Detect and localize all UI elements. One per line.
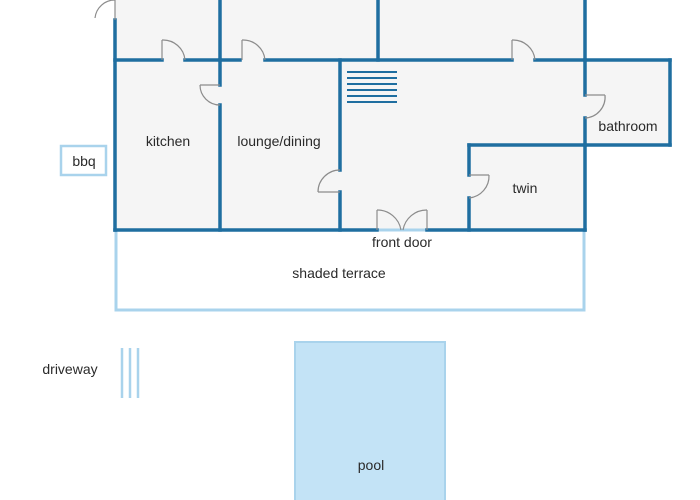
label-pool: pool [358,457,384,473]
label-twin: twin [513,180,538,196]
walls [113,0,672,232]
bathroom-floor [585,60,670,145]
pool [294,341,446,500]
label-bathroom: bathroom [598,118,657,134]
top-rooms-floor [115,0,585,60]
door-bathroom [584,94,606,119]
label-kitchen: kitchen [146,133,190,149]
label-front-door: front door [372,234,432,250]
label-lounge-dining: lounge/dining [237,133,320,149]
front-door-double [376,209,428,231]
door-lounge-top [241,39,266,61]
door-kitchen-top [161,39,186,61]
bbq-box [59,144,108,177]
staircase-icon [347,71,397,103]
door-hall-top [511,39,536,61]
driveway-marker [120,348,140,398]
door-lounge-hall [317,169,341,193]
door-entry-top-left [94,0,116,20]
shaded-terrace-outline [114,228,586,312]
door-kitchen-lounge [199,84,221,106]
label-driveway: driveway [42,361,97,377]
label-shaded-terrace: shaded terrace [292,265,386,281]
label-bbq: bbq [72,153,95,169]
doors [94,0,606,231]
door-twin [468,174,490,199]
